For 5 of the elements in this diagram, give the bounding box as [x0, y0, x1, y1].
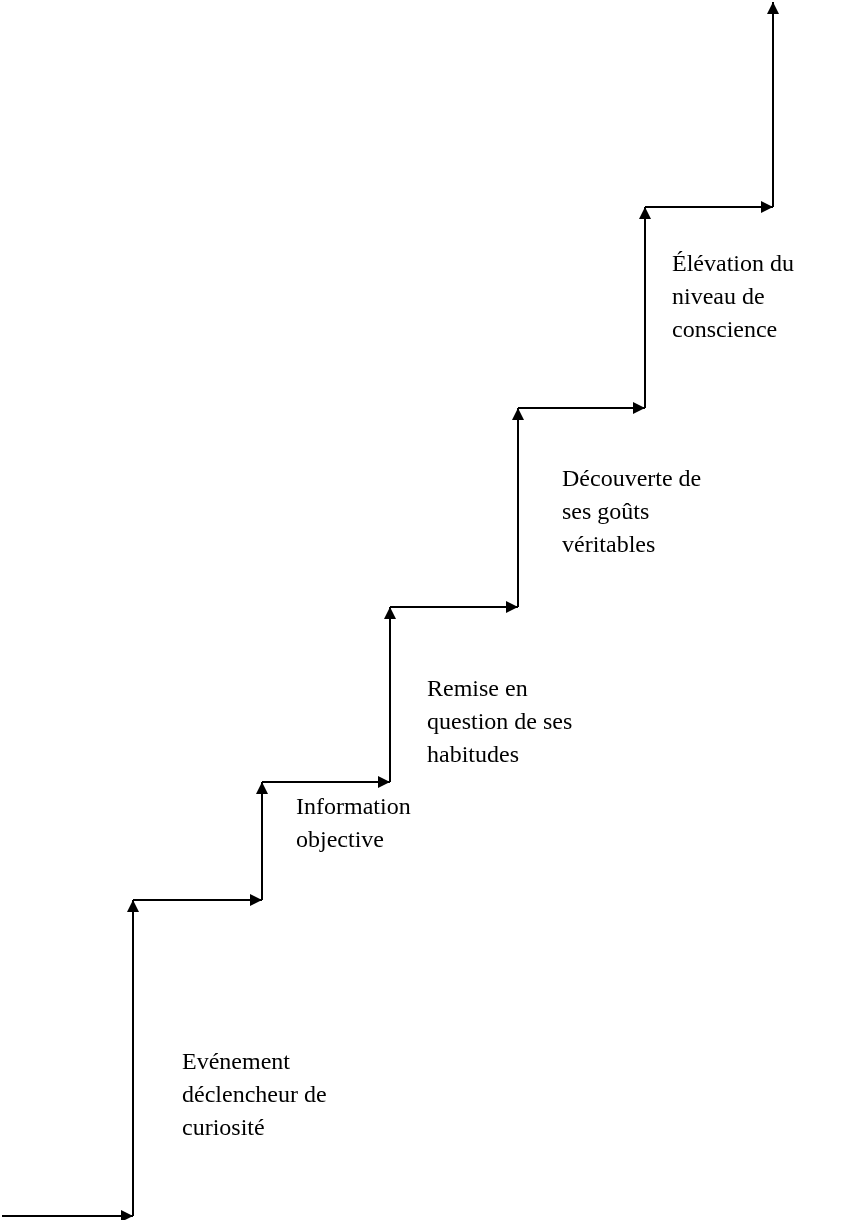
step-label: Remise en question de ses habitudes — [427, 674, 574, 769]
step-label: Découverte de ses goûts véritables — [562, 464, 703, 559]
step-label: Information objective — [296, 792, 412, 854]
step-label: Élévation du niveau de conscience — [672, 249, 795, 344]
step-label: Evénement déclencheur de curiosité — [182, 1047, 328, 1142]
